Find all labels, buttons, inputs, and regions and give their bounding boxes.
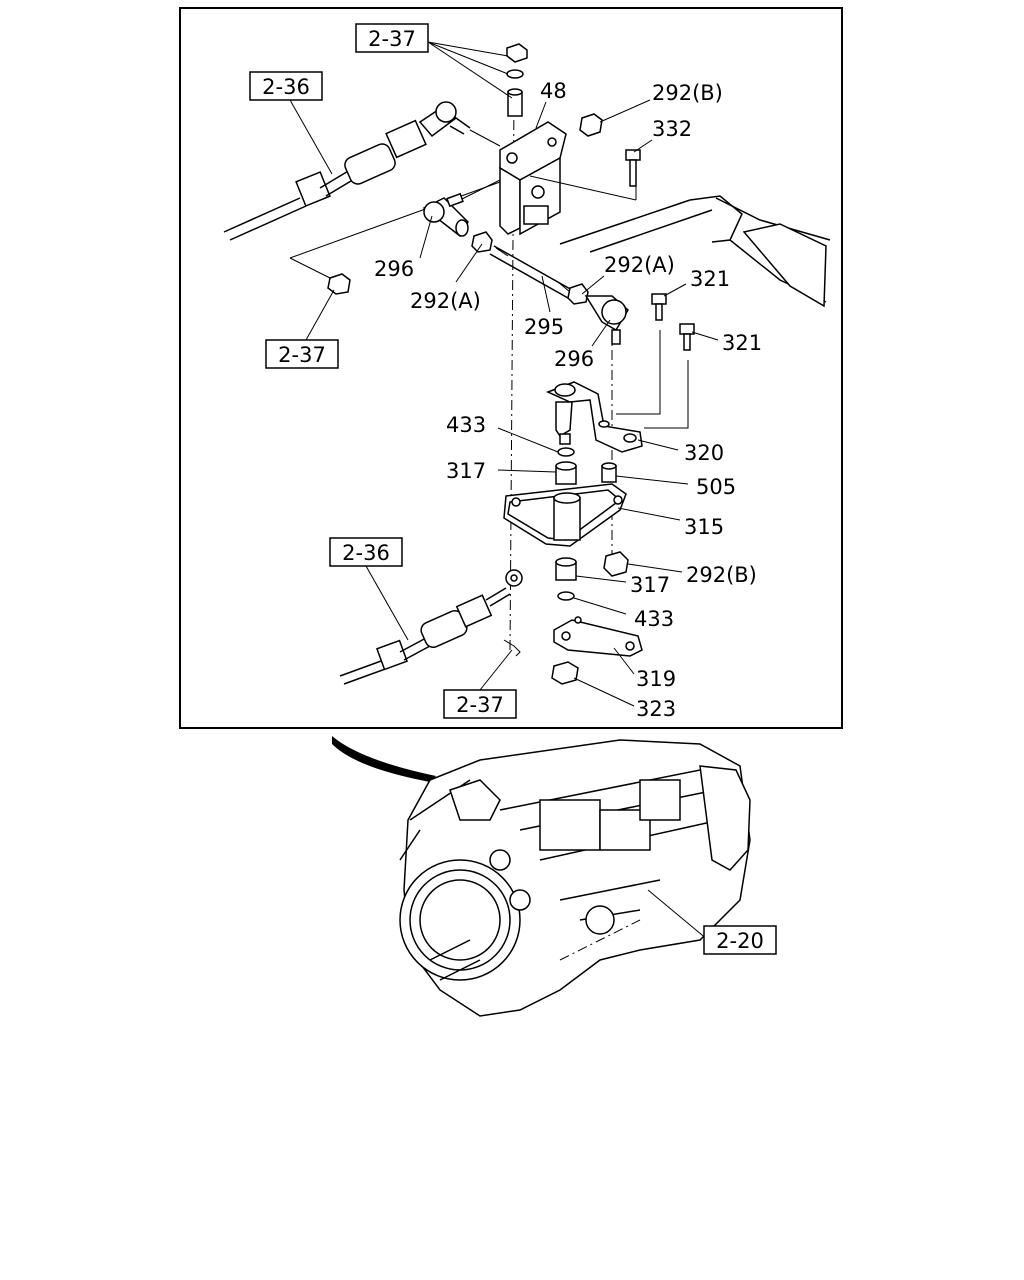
ref-box-2-36-bottom: 2-36: [329, 537, 403, 567]
transmission-assembly: [332, 736, 751, 1017]
nut-292a-right: [567, 283, 589, 305]
label-292a-left: 292(A): [410, 289, 481, 313]
bracket-48: [499, 121, 567, 236]
label-292a-right: 292(A): [604, 253, 675, 277]
o-ring-433-lower: [557, 591, 575, 601]
bushing-317-lower: [555, 557, 577, 581]
top-nut-washer-stud: [506, 43, 528, 117]
nut-323: [551, 661, 579, 685]
label-48: 48: [540, 79, 567, 103]
upper-shift-cable: [223, 101, 501, 241]
label-317-lower: 317: [630, 573, 670, 597]
bolt-332: [625, 149, 641, 187]
center-axis-line: [509, 99, 515, 651]
svg-text:2-37: 2-37: [368, 27, 416, 51]
ball-joint-296-upper: [422, 192, 469, 238]
label-505: 505: [696, 475, 736, 499]
ref-box-2-20: 2-20: [703, 925, 777, 955]
ref-box-2-37-left: 2-37: [265, 339, 339, 369]
nut-292b-top: [579, 113, 603, 137]
label-317-upper: 317: [446, 459, 486, 483]
bolt-321-b: [679, 323, 695, 351]
nut-left-2-37: [327, 273, 351, 295]
label-433-lower: 433: [634, 607, 674, 631]
label-433-upper: 433: [446, 413, 486, 437]
svg-text:2-36: 2-36: [342, 541, 390, 565]
label-321-b: 321: [722, 331, 762, 355]
svg-text:2-36: 2-36: [262, 75, 310, 99]
lever-320: [546, 381, 643, 453]
pin-505: [601, 462, 617, 483]
label-320: 320: [684, 441, 724, 465]
ref-box-2-36-top: 2-36: [249, 71, 323, 101]
rod-295: [489, 245, 573, 299]
bushing-317-upper: [555, 461, 577, 485]
lever-319: [553, 616, 643, 657]
nut-292a-left: [471, 231, 493, 253]
ref-box-2-37-bottom: 2-37: [443, 689, 517, 719]
svg-text:2-37: 2-37: [278, 343, 326, 367]
label-296-upper: 296: [374, 257, 414, 281]
plate-315: [503, 483, 627, 547]
bolt-321-a: [651, 293, 667, 321]
label-296-lower: 296: [554, 347, 594, 371]
svg-text:2-20: 2-20: [716, 929, 764, 953]
nut-292b-bottom: [603, 551, 629, 577]
label-292b-top: 292(B): [652, 81, 723, 105]
o-ring-433-upper: [557, 447, 575, 457]
label-319: 319: [636, 667, 676, 691]
label-292b-bottom: 292(B): [686, 563, 757, 587]
transmission-shaft-outline: [559, 199, 713, 253]
ref-box-2-37-top: 2-37: [355, 23, 429, 53]
label-295: 295: [524, 315, 564, 339]
leader-lines: [289, 41, 719, 707]
svg-text:2-37: 2-37: [456, 693, 504, 717]
lower-shift-cable: [339, 569, 523, 685]
label-332: 332: [652, 117, 692, 141]
ball-joint-296-lower: [584, 295, 629, 345]
label-315: 315: [684, 515, 724, 539]
label-321-a: 321: [690, 267, 730, 291]
label-323: 323: [636, 697, 676, 721]
